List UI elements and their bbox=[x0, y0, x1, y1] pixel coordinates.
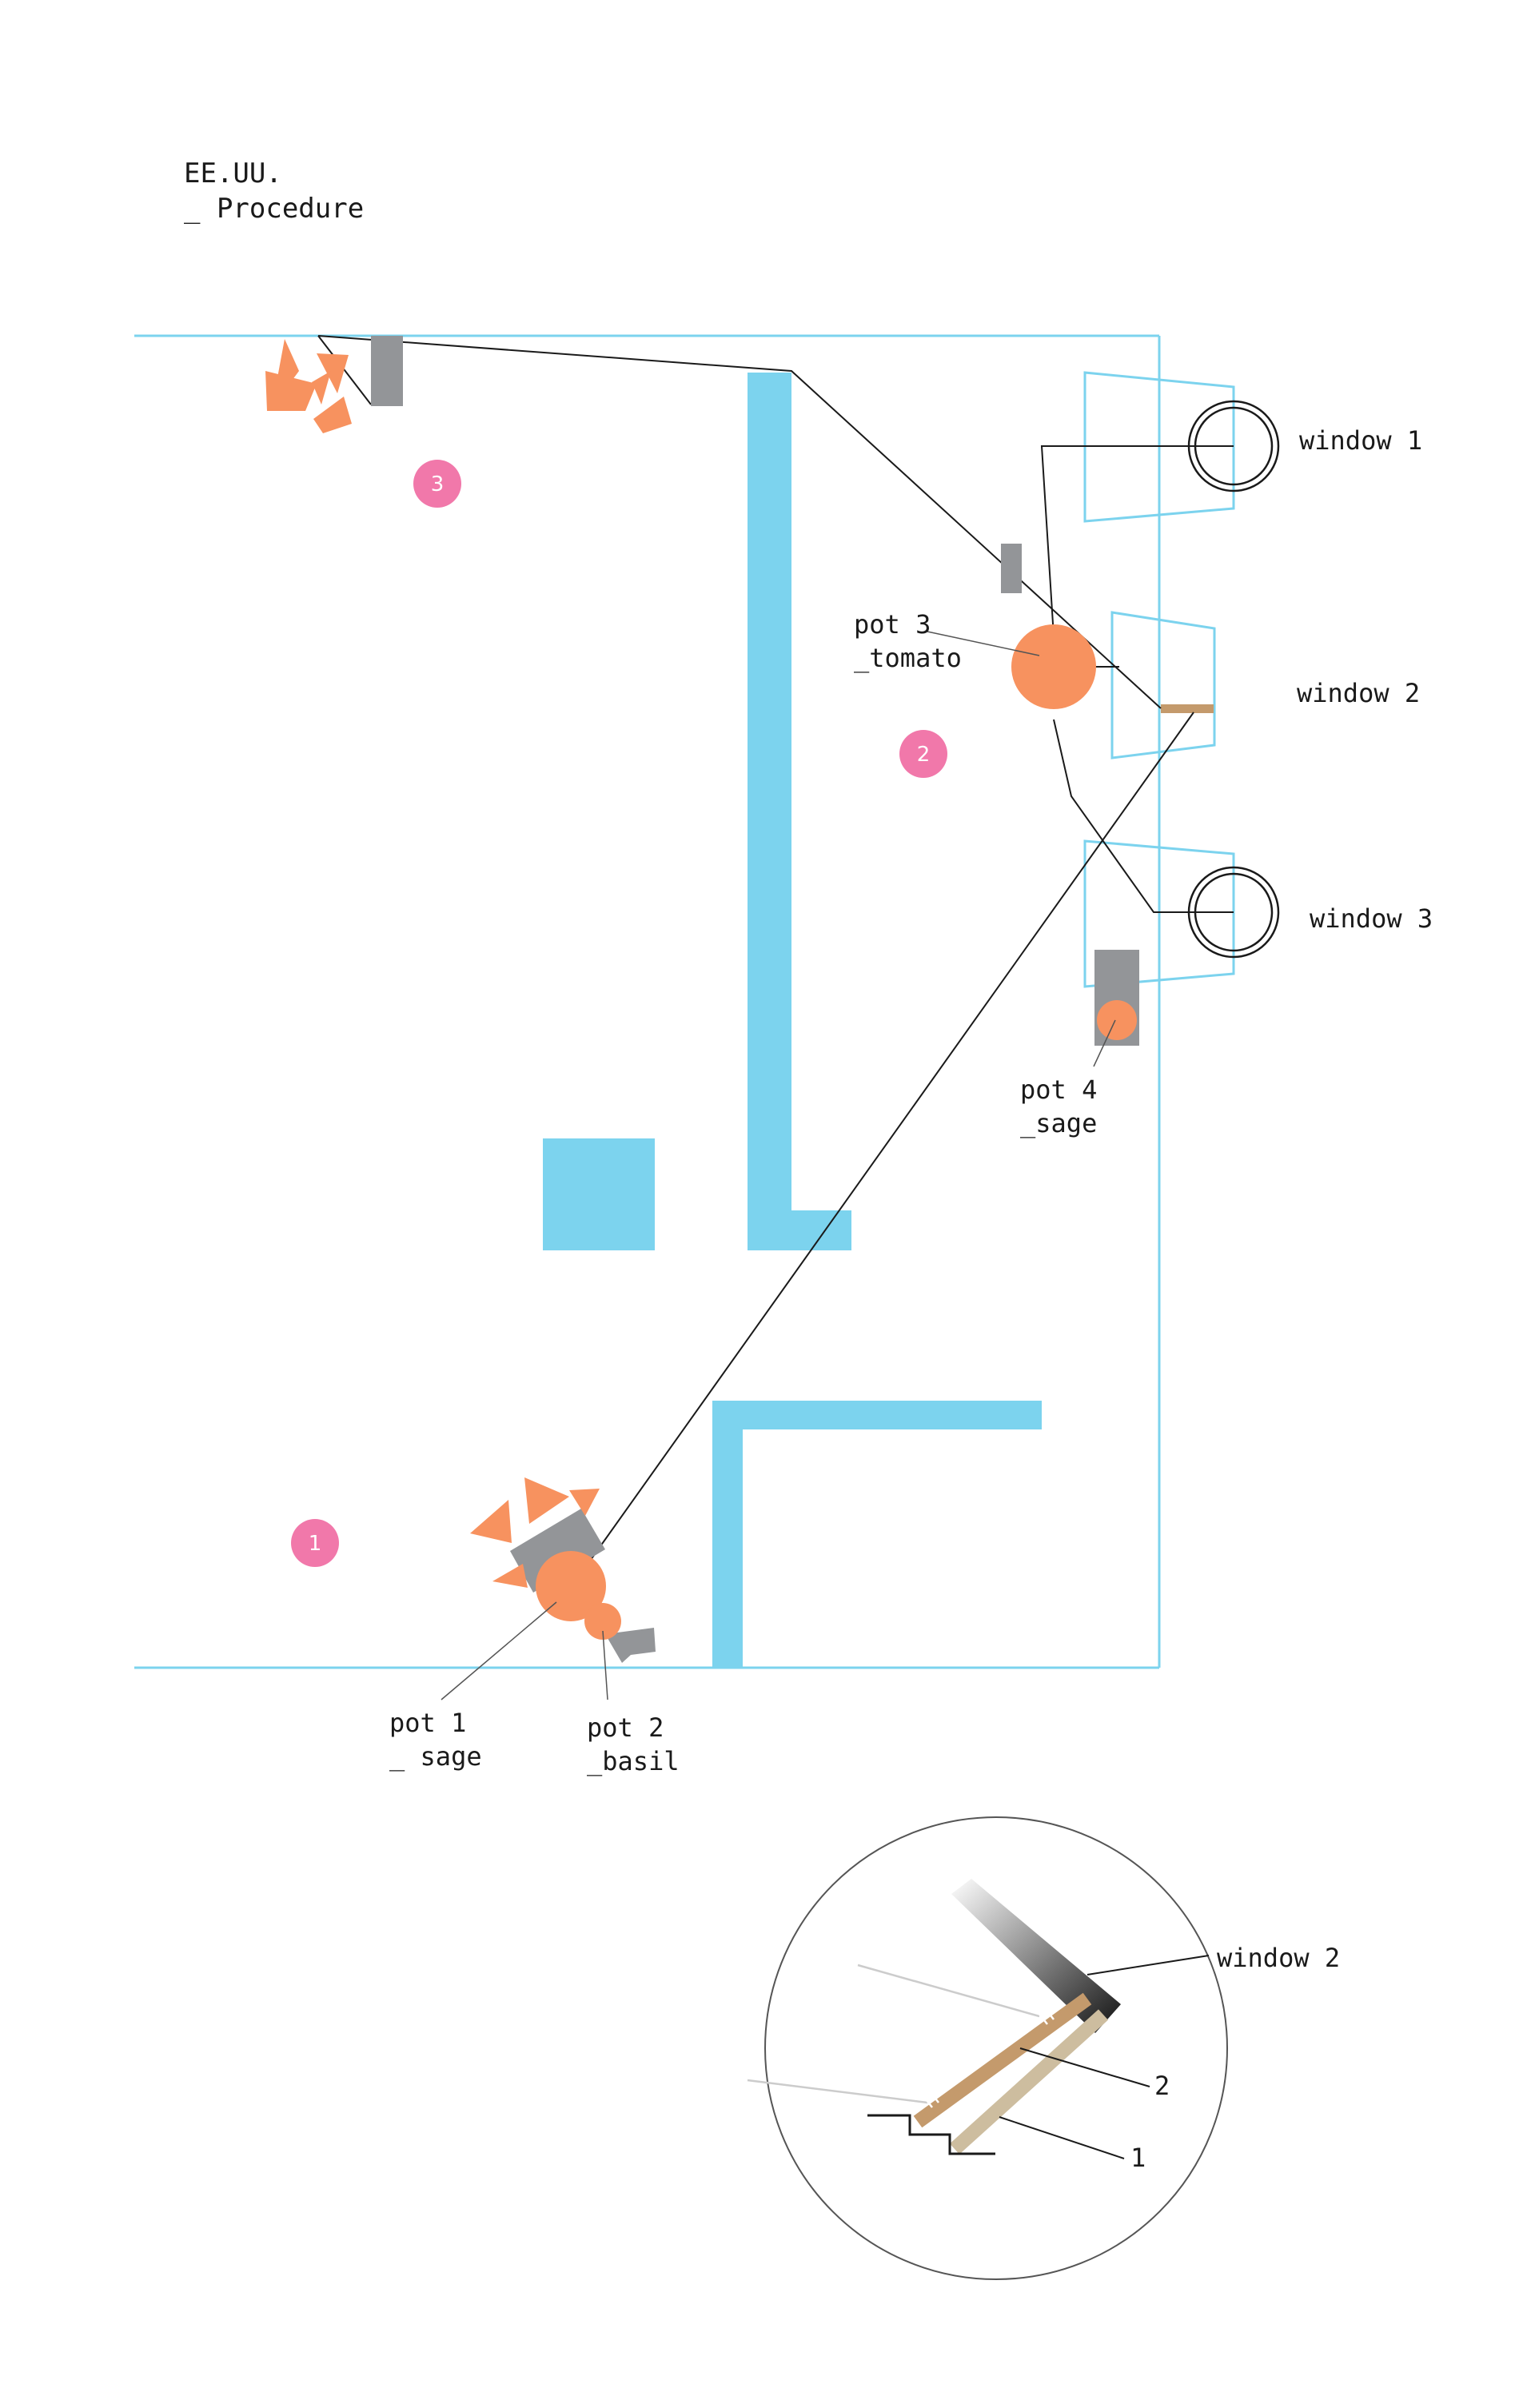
plant-pot1-4 bbox=[492, 1564, 528, 1588]
window-3-frame bbox=[1083, 839, 1235, 988]
detail-sash-2 bbox=[913, 1992, 1092, 2128]
pots bbox=[536, 624, 1137, 1640]
detail-sash-ticks bbox=[920, 2004, 1055, 2108]
pot-4-label-line-1: pot 4 bbox=[1020, 1074, 1097, 1105]
pot-1-leader bbox=[441, 1601, 557, 1700]
pot-2-leader bbox=[602, 1630, 608, 1700]
marker-1-label: 1 bbox=[309, 1532, 322, 1556]
window-1-label: window 1 bbox=[1299, 425, 1422, 456]
plant-top-4 bbox=[312, 371, 331, 405]
room-outline bbox=[134, 334, 1161, 1669]
window-frames bbox=[1083, 371, 1235, 988]
detail-circle bbox=[764, 1816, 1228, 2280]
furniture-pot-2-stand bbox=[605, 1628, 656, 1663]
lower-wall-vertical bbox=[712, 1401, 743, 1668]
interior-walls bbox=[543, 373, 1042, 1668]
title-line-2: _ Procedure bbox=[184, 193, 364, 225]
pot-4-label-line-2: _sage bbox=[1020, 1108, 1097, 1138]
window-2-sill bbox=[1161, 704, 1214, 713]
plant-top-2 bbox=[265, 371, 317, 411]
pot-4-circle bbox=[1097, 1000, 1137, 1040]
detail-window-frame bbox=[951, 1879, 1121, 2033]
detail-callout-2-leader bbox=[1019, 2047, 1150, 2087]
lower-wall-horizontal bbox=[712, 1401, 1042, 1429]
step-markers: 3 2 1 bbox=[291, 460, 947, 1567]
pot-2-label-line-1: pot 2 bbox=[587, 1712, 664, 1743]
plant-pot1-3 bbox=[470, 1500, 512, 1543]
pot-3-circle bbox=[1011, 624, 1096, 709]
detail-callout-2: 2 bbox=[1154, 2071, 1170, 2101]
pot-2-circle bbox=[584, 1603, 621, 1640]
pot-3-label-line-2: _tomato bbox=[854, 643, 962, 673]
marker-3-circle bbox=[413, 460, 461, 508]
plant-top-3 bbox=[317, 353, 349, 393]
detail-light-line-lower bbox=[747, 2079, 928, 2104]
title-line-1: EE.UU. bbox=[184, 157, 282, 189]
window-1-frame bbox=[1083, 371, 1235, 523]
sight-line-diagonal bbox=[570, 712, 1194, 1589]
window-1-knob-link bbox=[1040, 445, 1234, 637]
pot-1-label-line-2: _ sage bbox=[389, 1741, 482, 1772]
window-3-knob-link bbox=[1053, 719, 1234, 913]
pot-4-leader bbox=[1093, 1019, 1116, 1067]
marker-1-circle bbox=[291, 1519, 339, 1567]
window-2-detail: window 2 2 1 bbox=[747, 1816, 1340, 2280]
window-knobs bbox=[1187, 400, 1280, 959]
detail-window-label: window 2 bbox=[1217, 1943, 1340, 1973]
interior-wall-vertical bbox=[748, 373, 791, 1250]
marker-3-label: 3 bbox=[431, 472, 445, 496]
sight-line-top bbox=[317, 335, 1162, 709]
furniture bbox=[371, 336, 1139, 1663]
detail-window-leader bbox=[1086, 1955, 1210, 1975]
pot-3-leader bbox=[927, 631, 1040, 656]
detail-sash-1 bbox=[949, 2009, 1109, 2155]
sight-line-plant-3 bbox=[317, 335, 372, 405]
plant-top-5 bbox=[313, 397, 352, 433]
plant-pot1-2 bbox=[569, 1489, 600, 1516]
pot-leaders bbox=[441, 631, 1116, 1700]
marker-2-label: 2 bbox=[917, 743, 931, 767]
window-3-label: window 3 bbox=[1310, 903, 1433, 934]
furniture-pot-1-stand bbox=[510, 1509, 605, 1593]
pot-1-circle bbox=[536, 1551, 606, 1621]
window-2-frame bbox=[1110, 611, 1216, 759]
detail-callout-1-leader bbox=[999, 2116, 1125, 2159]
plant-pot1-1 bbox=[524, 1477, 569, 1524]
furniture-top-left bbox=[371, 336, 403, 406]
furniture-near-window-1 bbox=[1001, 544, 1022, 593]
column-block bbox=[543, 1138, 655, 1250]
detail-light-line-upper bbox=[857, 1963, 1040, 2018]
detail-callout-1: 1 bbox=[1130, 2143, 1146, 2173]
window-2-label: window 2 bbox=[1297, 678, 1420, 708]
pot-1-label-line-1: pot 1 bbox=[389, 1708, 466, 1738]
sight-lines bbox=[317, 335, 1234, 1589]
pot-2-label-line-2: _basil bbox=[587, 1746, 680, 1776]
marker-2-circle bbox=[899, 730, 947, 778]
pot-3-label-line-1: pot 3 bbox=[854, 609, 931, 640]
plant-shapes bbox=[265, 339, 600, 1588]
detail-steps bbox=[867, 2114, 995, 2155]
